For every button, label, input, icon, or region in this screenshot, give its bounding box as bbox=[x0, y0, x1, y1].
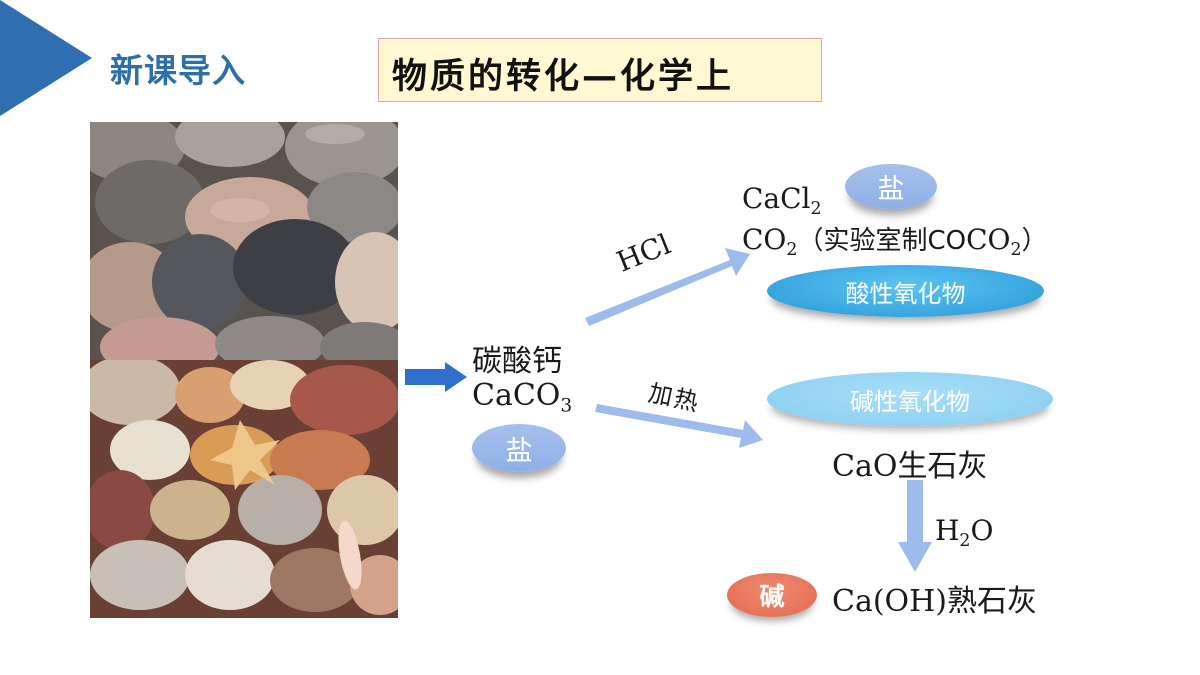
cacl2-class-badge: 盐 bbox=[845, 164, 937, 209]
final-product: Ca(OH)熟石灰 bbox=[832, 584, 1038, 619]
final-class-badge: 碱 bbox=[727, 573, 817, 617]
reactant-class-badge: 盐 bbox=[472, 424, 566, 472]
reactant-name: 碳酸钙 bbox=[472, 344, 562, 379]
pebbles-photo bbox=[90, 122, 398, 360]
arrow-down-icon bbox=[595, 404, 763, 448]
topic-title-box bbox=[378, 38, 822, 102]
co2-class-badge: 酸性氧化物 bbox=[767, 265, 1044, 317]
product-cao: CaO生石灰 bbox=[832, 449, 988, 484]
reagent-water: H2O bbox=[935, 514, 994, 552]
product-cacl2: CaCl2 bbox=[742, 182, 822, 220]
big-arrow-icon bbox=[405, 362, 467, 392]
reactant-formula: CaCO3 bbox=[472, 378, 573, 417]
arrow-water-icon bbox=[898, 480, 932, 572]
corner-triangle-decoration bbox=[0, 0, 92, 116]
seashells-photo bbox=[90, 360, 398, 618]
arrow-up-icon bbox=[585, 248, 750, 326]
cao-class-badge: 碱性氧化物 bbox=[767, 372, 1053, 426]
topic-title: 物质的转化—化学上 bbox=[392, 57, 735, 97]
product-co2: CO2（实验室制COCO2） bbox=[742, 223, 1048, 261]
section-title: 新课导入 bbox=[110, 51, 246, 90]
